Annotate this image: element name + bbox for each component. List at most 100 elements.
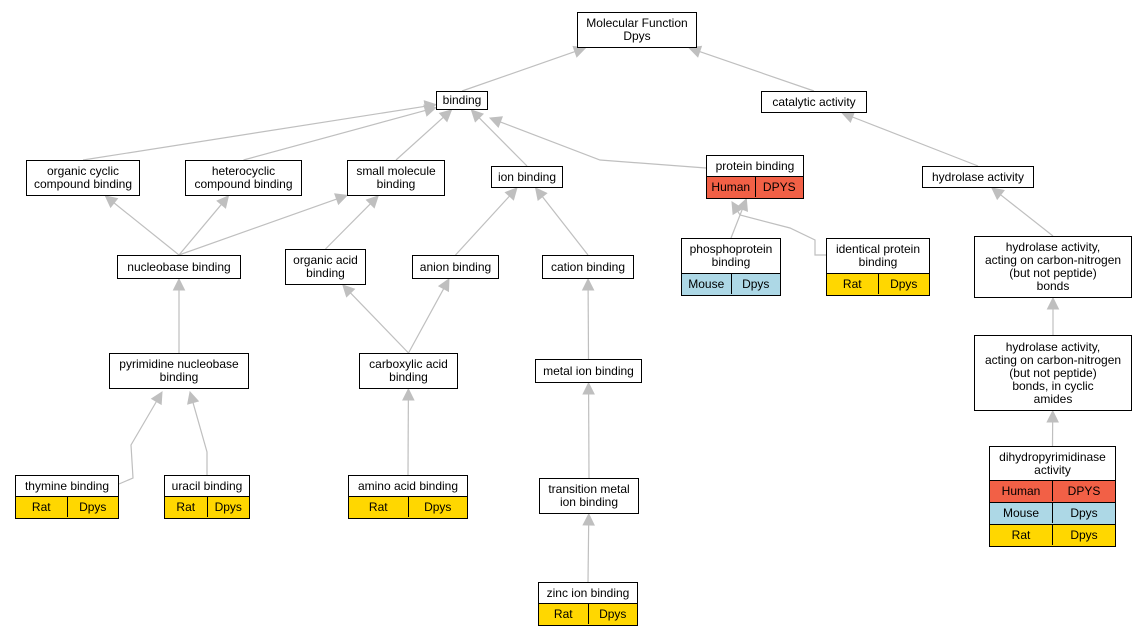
go-term-label-line: anion binding [419,259,492,274]
go-term-label: zinc ion binding [539,583,637,603]
go-term-hydrolase-cn[interactable]: hydrolase activity,acting on carbon-nitr… [974,236,1132,298]
go-term-label-line: binding [389,370,428,384]
go-term-label: protein binding [707,156,803,176]
go-term-label-line: cation binding [550,259,626,274]
go-term-label-line: bonds [1036,279,1070,293]
go-term-label-line: hydrolase activity, [1005,339,1101,354]
go-term-label: uracil binding [165,476,249,496]
arrowhead-pyrimidine-nucleobase-to-nucleobase [172,277,186,291]
go-term-label: hydrolase activity [923,167,1033,187]
arrowhead-identical-protein-to-protein [731,201,744,216]
go-term-binding[interactable]: binding [436,91,488,110]
go-term-label-line: pyrimidine nucleobase [119,357,239,371]
go-term-label-line: metal ion binding [543,363,634,378]
go-term-hydrolase[interactable]: hydrolase activity [922,166,1034,188]
go-term-label-line: compound binding [194,177,293,191]
go-term-label-line: (but not peptide) [1009,365,1097,380]
arrowhead-small-molecule-to-binding [438,109,453,123]
go-term-label-line: binding [442,93,482,107]
arrowhead-thymine-to-pyrimidine-nucleobase [150,391,163,406]
go-term-label: thymine binding [16,476,118,496]
edge-cation-to-ion [541,196,589,256]
arrowhead-carboxylic-acid-to-anion [437,278,450,293]
go-term-label: nucleobase binding [118,256,240,278]
edge-organic-acid-to-small-molecule [325,203,371,250]
annotation-species: Human [1001,484,1041,498]
go-term-label-line: identical protein [835,242,921,256]
go-term-label-line: uracil binding [171,478,243,493]
go-term-label-line: binding [376,177,416,191]
go-term-label-line: small molecule [356,164,436,178]
go-term-label-line: Molecular Function [586,16,688,30]
edge-identical-protein-to-protein [737,211,826,256]
go-term-label-line: binding [858,255,898,269]
go-term-hydrolase-cn-cyclic[interactable]: hydrolase activity,acting on carbon-nitr… [974,335,1132,411]
arrowhead-uracil-to-pyrimidine-nucleobase [187,390,200,405]
annotation-gene: Dpys [1052,503,1115,523]
go-term-metal-ion[interactable]: metal ion binding [535,359,642,383]
go-term-catalytic[interactable]: catalytic activity [761,91,867,113]
go-term-nucleobase[interactable]: nucleobase binding [117,255,241,279]
go-term-cation[interactable]: cation binding [542,255,634,279]
edge-zinc-ion-to-transition-metal [587,524,590,583]
go-term-label-line: hydrolase activity [931,169,1025,184]
go-term-label: catalytic activity [762,92,866,112]
go-term-label-line: ion binding [559,495,619,509]
annotation-species: Rat [368,500,388,514]
go-term-label: amino acid binding [349,476,467,496]
annotation-row-rat: Rat Dpys [349,496,467,518]
edge-nucleobase-to-organic-cyclic [113,202,180,256]
go-term-label-line: Dpys [623,29,651,43]
edge-binding-to-mf [461,51,576,92]
arrowhead-nucleobase-to-small-molecule [334,193,349,206]
annotation-gene: DPYS [754,177,804,197]
annotation-gene: Dpys [730,274,781,294]
annotation-gene: Dpys [407,497,468,517]
arrowhead-amino-acid-to-carboxylic-acid [402,387,415,401]
edge-anion-to-ion [455,195,510,256]
edge-nucleobase-to-heterocyclic [178,204,222,256]
annotation-gene: Dpys [587,604,638,624]
edge-carboxylic-acid-to-anion [407,288,445,354]
edge-nucleobase-to-small-molecule [178,198,337,256]
go-term-label-line: organic cyclic [46,164,120,178]
go-term-label-line: amino acid binding [357,478,459,493]
arrowhead-zinc-ion-to-transition-metal [582,512,595,526]
go-term-anion[interactable]: anion binding [412,255,499,279]
go-term-label-line: zinc ion binding [546,585,630,600]
edge-hydrolase-cn-to-hydrolase [1000,194,1054,237]
go-term-ion[interactable]: ion binding [491,166,563,188]
go-term-label-line: binding [711,255,751,269]
annotation-species: Rat [31,500,51,514]
